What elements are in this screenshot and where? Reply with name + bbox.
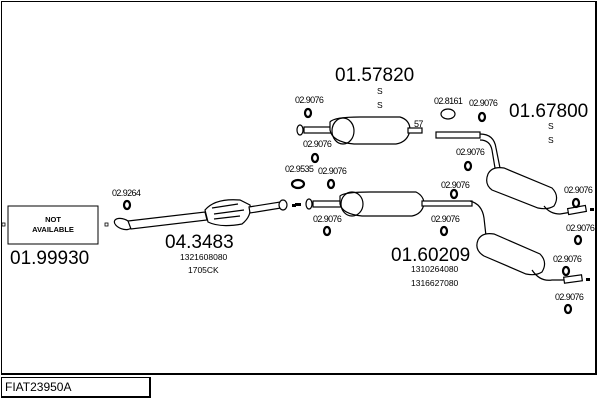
part-number-02-9076: 02.9076 [553, 254, 582, 264]
front-pipe-part[interactable]: NOT AVAILABLE 01.99930 [1, 205, 109, 269]
oem-number: 1310264080 [411, 264, 459, 274]
rubber-ring-icon [573, 234, 583, 246]
tailpipe-icon [543, 205, 573, 215]
rubber-ring-icon [322, 225, 332, 237]
oem-number: 1316627080 [411, 278, 459, 288]
not-available-line1: NOT [45, 215, 61, 224]
part-number-04-3483: 04.3483 [165, 232, 234, 253]
not-available-box [7, 205, 99, 245]
rubber-ring-icon [477, 111, 487, 123]
middle-muffler-upper-part[interactable]: 01.57820 S S 02.9076 57 02.9076 [295, 65, 424, 164]
connector-marker [590, 208, 594, 211]
rear-muffler-icon [476, 233, 546, 276]
rubber-ring-icon [563, 303, 573, 315]
pipe-diameter-label: 57 [414, 119, 423, 129]
connector-marker [104, 222, 109, 227]
part-number-02-9076: 02.9076 [303, 139, 332, 149]
tailpipe-icon [531, 269, 566, 281]
muffler-icon [329, 116, 411, 145]
middle-muffler-lower-part[interactable]: 02.9535 02.9076 02.9076 02.9076 02.9076 … [285, 164, 590, 315]
rubber-ring-icon [303, 107, 313, 119]
muffler-icon [339, 191, 425, 217]
oem-number: 1321608080 [180, 252, 228, 262]
gasket-ring-icon [122, 199, 132, 211]
clamp-icon [440, 108, 456, 120]
part-number-02-9076: 02.9076 [564, 185, 593, 195]
part-number-01-99930: 01.99930 [10, 248, 89, 269]
bend-pipe-icon [469, 200, 487, 237]
part-number-02-9076: 02.9076 [313, 214, 342, 224]
connector-marker [292, 204, 296, 207]
mark-s: S [377, 100, 383, 110]
inlet-pipe-icon [435, 131, 481, 139]
connector-marker [295, 203, 301, 206]
bend-pipe-icon [479, 139, 496, 169]
connector-marker [586, 278, 590, 281]
outlet-flange-icon [278, 199, 288, 211]
oem-code: 1705CK [188, 265, 219, 275]
muffler-end-icon [340, 191, 364, 217]
rubber-ring-icon [463, 160, 473, 172]
part-number-01-67800: 01.67800 [509, 101, 588, 122]
part-number-02-9264: 02.9264 [112, 188, 141, 198]
rear-muffler-upper-part[interactable]: 01.67800 S S 02.8161 02.9076 02.9076 02.… [434, 96, 596, 246]
part-number-01-57820: 01.57820 [335, 65, 414, 86]
part-number-02-9076: 02.9076 [441, 180, 470, 190]
inlet-pipe-icon [312, 200, 344, 208]
outlet-pipe-icon [407, 127, 423, 134]
diagram-frame [1, 1, 597, 375]
flange-icon [305, 198, 313, 210]
part-number-02-9076: 02.9076 [295, 95, 324, 105]
part-number-02-9076: 02.9076 [566, 223, 595, 233]
mark-s: S [548, 121, 554, 131]
rear-muffler-icon [486, 167, 558, 210]
part-number-02-9076: 02.9076 [456, 147, 485, 157]
not-available-line2: AVAILABLE [32, 225, 74, 234]
outlet-pipe-icon [421, 200, 473, 207]
part-number-02-8161: 02.8161 [434, 96, 463, 106]
part-number-02-9076: 02.9076 [318, 166, 347, 176]
flange-icon [296, 124, 304, 136]
rubber-ring-icon [571, 197, 581, 209]
outlet-pipe-icon [248, 201, 282, 214]
part-number-02-9076: 02.9076 [469, 98, 498, 108]
catalyst-ribs-icon [211, 203, 245, 220]
rubber-ring-icon [310, 152, 320, 164]
gasket-ring-icon [290, 178, 306, 190]
mark-s: S [377, 86, 383, 96]
rubber-ring-icon [561, 265, 571, 277]
part-number-01-60209: 01.60209 [391, 245, 470, 266]
part-number-02-9535: 02.9535 [285, 164, 314, 174]
part-number-02-9076: 02.9076 [555, 292, 584, 302]
catalyst-part[interactable]: 02.9264 04.3483 1321608080 1705CK [112, 188, 296, 275]
connector-marker [1, 222, 6, 227]
rubber-ring-icon [439, 225, 449, 237]
rubber-ring-icon [449, 188, 459, 200]
muffler-end-icon [331, 117, 355, 145]
rubber-ring-icon [326, 178, 336, 190]
downpipe-icon [127, 211, 208, 230]
part-number-02-9076: 02.9076 [431, 214, 460, 224]
mark-s: S [548, 135, 554, 145]
vehicle-code-label: FIAT23950A [1, 377, 151, 398]
tailpipe-end-icon [562, 274, 584, 284]
